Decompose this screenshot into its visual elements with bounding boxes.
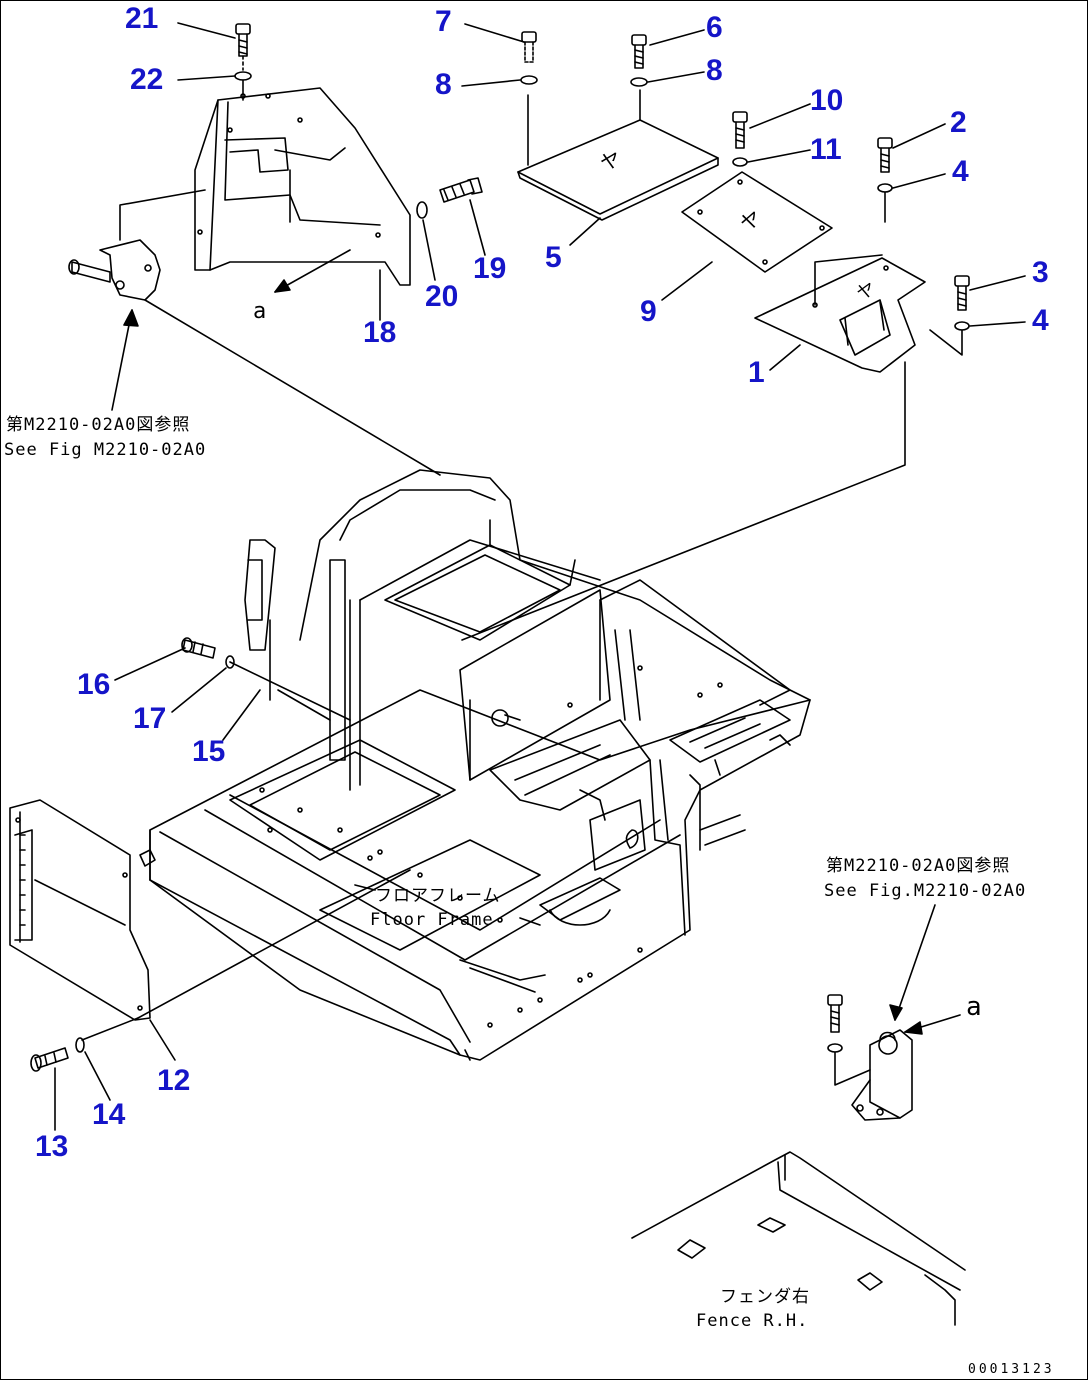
bolt-part-16: [181, 637, 216, 659]
callout-9: 9: [640, 295, 657, 328]
callout-10: 10: [810, 84, 844, 117]
callout-22: 22: [130, 63, 164, 96]
bracket-part-1: ヤ: [461, 254, 926, 641]
plate-part-9: ヤ: [681, 171, 833, 273]
callout-15: 15: [192, 735, 226, 768]
fender-bracket: [851, 1029, 913, 1121]
callout-7: 7: [435, 5, 452, 38]
washer-part-8a: [520, 75, 538, 85]
bolt-part-13: [30, 1047, 69, 1072]
callout-1: 1: [748, 356, 765, 389]
plate-part-5: ヤ: [517, 89, 719, 221]
bracket-part-18: [194, 87, 411, 286]
washer-part-14: [75, 1037, 85, 1053]
callout-6: 6: [706, 11, 723, 44]
callout-8-left: 8: [435, 68, 452, 101]
see-fig-note-top-en: See Fig M2210-02A0: [4, 440, 207, 460]
washer-part-11: [732, 157, 748, 167]
svg-text:ヤ: ヤ: [597, 146, 624, 175]
leader-lines: [54, 22, 1026, 1131]
panel-part-12: [9, 799, 151, 1021]
bolt-part-19: [439, 177, 483, 203]
callout-17: 17: [133, 702, 167, 735]
washer-part-4b: [954, 321, 970, 331]
callout-12: 12: [157, 1064, 191, 1097]
see-fig-note-top-jp: 第M2210-02A0図参照: [6, 415, 191, 435]
callout-18: 18: [363, 316, 397, 349]
view-marker-a: a: [966, 992, 982, 1022]
callout-8-right: 8: [706, 54, 723, 87]
bolt-part-7: [521, 31, 537, 63]
washer-part-20: [416, 201, 428, 219]
see-fig-note-right-en: See Fig.M2210-02A0: [824, 881, 1027, 901]
callout-21: 21: [125, 2, 159, 35]
svg-text:ヤ: ヤ: [854, 278, 879, 305]
callout-4-bottom: 4: [1032, 304, 1049, 337]
bolt-part-6: [631, 34, 647, 69]
bolt-part-2: [877, 137, 893, 173]
callout-14: 14: [92, 1098, 126, 1131]
fender-label-en: Fence R.H.: [696, 1311, 809, 1331]
washer-part-8b: [630, 77, 648, 87]
floor-frame-label-jp: フロアフレーム: [375, 886, 501, 906]
callout-20: 20: [425, 280, 459, 313]
callout-5: 5: [545, 241, 562, 274]
bolt-part-21: [235, 23, 251, 71]
washer-part-22: [234, 71, 252, 81]
callout-2: 2: [950, 106, 967, 139]
fender-rh: [631, 1151, 966, 1326]
see-fig-note-right-jp: 第M2210-02A0図参照: [826, 856, 1011, 876]
washer-part-17: [225, 655, 235, 669]
svg-text:ヤ: ヤ: [736, 205, 765, 236]
callout-11: 11: [810, 133, 842, 166]
view-marker-a-small: a: [253, 299, 266, 324]
washer-part-4a: [877, 183, 893, 193]
bolt-part-10: [732, 111, 748, 149]
bolt-part-3: [954, 275, 970, 311]
fender-bracket-bolt: [827, 994, 871, 1086]
floor-frame: [139, 469, 811, 1061]
callout-19: 19: [473, 252, 507, 285]
callout-3: 3: [1032, 256, 1049, 289]
bracket-side-bolt: [68, 189, 206, 301]
drawing-number: 00013123: [968, 1362, 1055, 1377]
callout-13: 13: [35, 1130, 69, 1163]
cover-part-15: [244, 539, 276, 701]
callout-16: 16: [77, 668, 111, 701]
floor-frame-label-en: Floor Frame: [370, 910, 494, 930]
fender-label-jp: フェンダ右: [720, 1287, 810, 1307]
callout-4-top: 4: [952, 155, 969, 188]
